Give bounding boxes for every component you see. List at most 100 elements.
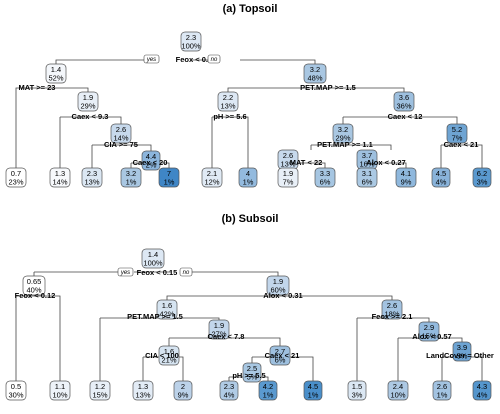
tree-node-value: 1.3 <box>138 382 148 391</box>
tree-node-box <box>387 380 409 401</box>
tree-node-value: 6.2 <box>477 169 487 178</box>
tree-node-box <box>132 380 154 401</box>
tree-node-percent: 7% <box>452 134 463 143</box>
tree-node-value: 2.6 <box>116 125 126 134</box>
tree-node-value: 5.2 <box>452 125 462 134</box>
tree-node: 4.21% <box>258 380 278 401</box>
tree-node-value: 4.1 <box>401 169 411 178</box>
tree-node-value: 4.5 <box>308 382 318 391</box>
tree-node-percent: 21% <box>161 356 176 365</box>
tree-node-box <box>158 345 180 366</box>
tree-node-value: 1.4 <box>148 250 158 259</box>
tree-node: 2.61% <box>432 380 452 401</box>
tree-node-box <box>258 380 278 401</box>
yes-label: yes <box>146 57 156 63</box>
tree-node-value: 4.4 <box>146 152 156 161</box>
tree-node: 4.54% <box>431 167 451 188</box>
tree-node: 2.55% <box>242 362 262 383</box>
tree-node: 1.929% <box>77 91 99 112</box>
split-label: Caex < 21 <box>444 140 479 149</box>
tree-node: 1.97% <box>277 167 299 188</box>
split-label: CIA < 100 <box>145 351 179 360</box>
tree-node-value: 3.2 <box>338 125 348 134</box>
tree-node-percent: 13% <box>280 160 295 169</box>
tree-node-percent: 3% <box>477 178 488 187</box>
tree-node-value: 2.4 <box>393 382 403 391</box>
tree-node-percent: 30% <box>8 391 23 400</box>
split-label: Caex < 21 <box>265 351 300 360</box>
tree-node-percent: 40% <box>26 286 41 295</box>
tree-node-percent: 4% <box>477 391 488 400</box>
tree-node-percent: 60% <box>270 286 285 295</box>
tree-node-value: 4.3 <box>477 382 487 391</box>
tree-node-value: 1.9 <box>83 93 93 102</box>
split-label: pH >= 5.6 <box>213 112 246 121</box>
tree-node-value: 2.6 <box>387 301 397 310</box>
tree-node: 1.110% <box>49 380 71 401</box>
tree-node: 3.229% <box>332 123 354 144</box>
tree-node-value: 1.6 <box>162 301 172 310</box>
tree-node-value: 1.9 <box>273 277 283 286</box>
tree-node-value: 1.4 <box>51 65 61 74</box>
no-label: no <box>211 57 218 63</box>
tree-node-percent: 48% <box>307 74 322 83</box>
tree-node-percent: 13% <box>135 391 150 400</box>
tree-node-box <box>393 91 415 112</box>
tree-node-value: 3.2 <box>310 65 320 74</box>
panel-b-edges <box>15 271 483 381</box>
no-label: no <box>183 270 190 276</box>
tree-node: 1.642% <box>156 299 178 320</box>
tree-node-percent: 6% <box>362 178 373 187</box>
split-label: CIA >= 75 <box>104 140 138 149</box>
tree-node-value: 2.6 <box>437 382 447 391</box>
tree-node-percent: 2% <box>146 161 157 170</box>
tree-node: 2.618% <box>381 299 403 320</box>
tree-node: 3.95% <box>452 341 472 362</box>
tree-node-percent: 13% <box>84 178 99 187</box>
tree-node-percent: 27% <box>211 330 226 339</box>
tree-node-value: 2.6 <box>283 151 293 160</box>
tree-node-percent: 16% <box>359 160 374 169</box>
tree-node: 0.723% <box>5 167 27 188</box>
tree-node-box <box>156 299 178 320</box>
tree-node-value: 1.5 <box>352 382 362 391</box>
tree-node-box <box>266 275 290 296</box>
tree-node-box <box>303 380 323 401</box>
split-label: Caex < 20 <box>133 158 168 167</box>
tree-node-percent: 15% <box>421 332 436 341</box>
tree-node-percent: 5% <box>247 373 258 382</box>
panel-a-nodes: 2.3100%1.452%3.248%1.929%2.213%3.636%2.6… <box>5 31 492 188</box>
split-label: Caex < 12 <box>388 112 423 121</box>
tree-node: 3.36% <box>314 167 336 188</box>
tree-node: 4.34% <box>472 380 492 401</box>
tree-node: 3.248% <box>303 63 327 84</box>
tree-node: 2.213% <box>217 91 239 112</box>
tree-node-box <box>242 362 262 383</box>
tree-node-box <box>219 380 239 401</box>
tree-node-value: 2 <box>181 382 185 391</box>
tree-node-percent: 1% <box>126 178 137 187</box>
tree-node-percent: 9% <box>178 391 189 400</box>
split-label: MAT < 22 <box>290 158 323 167</box>
split-label: PET.MAP >= 1.5 <box>127 312 183 321</box>
tree-node-percent: 6% <box>275 356 286 365</box>
tree-node-box <box>217 91 239 112</box>
tree-node-value: 2.2 <box>223 93 233 102</box>
tree-node-box <box>180 31 202 52</box>
tree-node: 2.34% <box>219 380 239 401</box>
tree-node-box <box>201 167 223 188</box>
tree-node-value: 0.65 <box>27 277 42 286</box>
tree-node-box <box>356 167 378 188</box>
tree-node-value: 4 <box>246 169 250 178</box>
split-label: Alox < 0.27 <box>366 158 405 167</box>
tree-node-value: 1.9 <box>283 169 293 178</box>
tree-node-percent: 4% <box>224 391 235 400</box>
tree-node-value: 2.3 <box>87 169 97 178</box>
tree-node-box <box>472 380 492 401</box>
tree-node-percent: 7% <box>283 178 294 187</box>
tree-node-percent: 1% <box>308 391 319 400</box>
tree-node-value: 1.2 <box>95 382 105 391</box>
tree-node-percent: 10% <box>52 391 67 400</box>
tree-node: 1.215% <box>89 380 111 401</box>
